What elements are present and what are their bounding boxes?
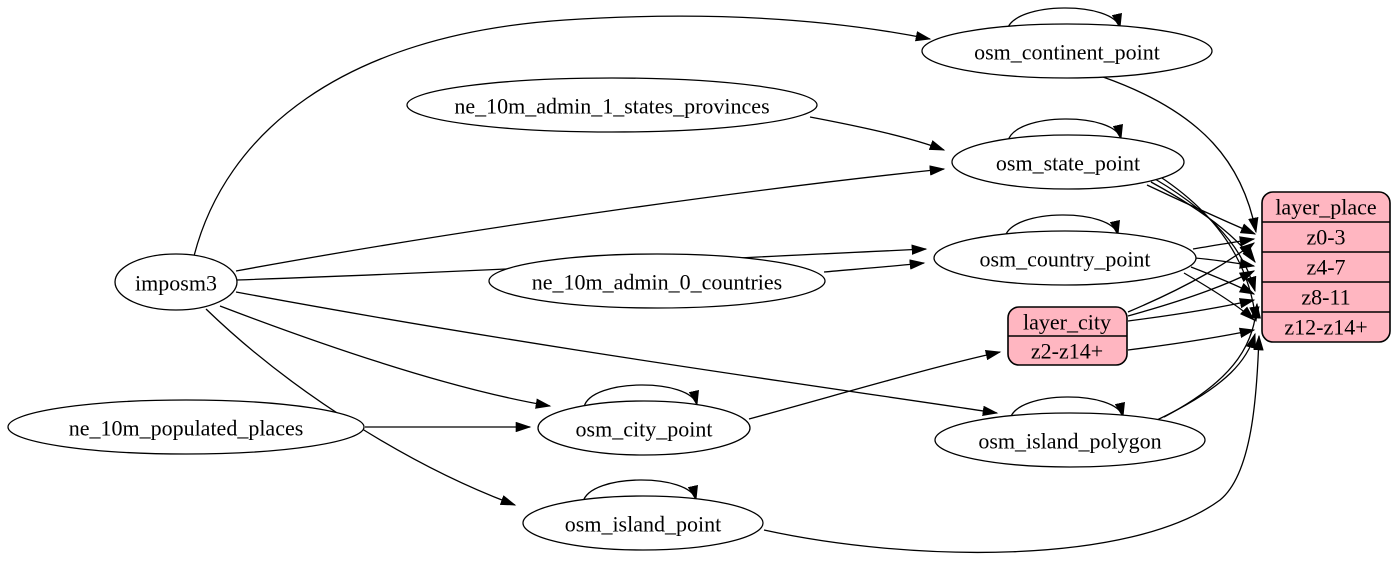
node-imposm3: imposm3	[114, 253, 238, 311]
edge-osm_country_point-to-layer_place-z12-z14	[1183, 272, 1255, 321]
edge-osm_island_point-to-layer_place-z12-z14	[763, 334, 1264, 553]
node-ne_10m_admin_1_states_provinces: ne_10m_admin_1_states_provinces	[406, 77, 818, 133]
node-label-imposm3: imposm3	[135, 271, 217, 296]
edge-layer_city-to-layer_place-z12-z14	[1127, 327, 1256, 351]
node-label-ne_10m_populated_places: ne_10m_populated_places	[69, 416, 304, 441]
node-ellipse-osm_continent_point	[921, 23, 1213, 79]
node-osm_island_polygon: osm_island_polygon	[934, 412, 1206, 468]
node-osm_continent_point: osm_continent_point	[921, 23, 1213, 79]
record-rect-layer_place	[1261, 191, 1391, 343]
edge-imposm3-to-osm_city_point	[219, 305, 552, 409]
edge-imposm3-to-osm_continent_point	[193, 15, 932, 257]
node-label-osm_city_point: osm_city_point	[576, 417, 713, 442]
node-osm_city_point: osm_city_point	[537, 400, 751, 456]
node-ellipse-imposm3	[114, 253, 238, 311]
node-ellipse-ne_10m_admin_1_states_provinces	[406, 77, 818, 133]
node-label-osm_state_point: osm_state_point	[996, 151, 1140, 176]
node-ne_10m_populated_places: ne_10m_populated_places	[7, 399, 365, 455]
node-label-osm_island_point: osm_island_point	[565, 512, 721, 537]
node-ellipse-ne_10m_admin_0_countries	[488, 253, 826, 309]
edge-ne_10m_admin_1_states_provinces-to-osm_state_point	[809, 116, 946, 151]
record-title-layer_city: layer_city	[1023, 310, 1111, 335]
node-osm_island_point: osm_island_point	[522, 495, 764, 551]
edge-osm_continent_point-to-layer_place-z0-3	[1102, 76, 1259, 234]
node-label-osm_island_polygon: osm_island_polygon	[978, 429, 1161, 454]
edge-osm_state_point-to-layer_place-z0-3	[1146, 184, 1257, 235]
node-osm_country_point: osm_country_point	[933, 230, 1197, 286]
node-label-ne_10m_admin_0_countries: ne_10m_admin_0_countries	[532, 270, 783, 295]
self-loop-osm_country_point	[1004, 214, 1120, 238]
record-row-layer_place-z4-7: z4-7	[1306, 255, 1345, 280]
node-ellipse-ne_10m_populated_places	[7, 399, 365, 455]
edge-osm_country_point-to-layer_place-z0-3	[1192, 236, 1256, 250]
node-label-ne_10m_admin_1_states_provinces: ne_10m_admin_1_states_provinces	[454, 94, 769, 119]
self-loop-osm_state_point	[1007, 118, 1123, 142]
edge-osm_island_polygon-to-layer_place-z8-11	[1163, 302, 1261, 418]
edge-osm_island_polygon-to-layer_place-z12-z14	[1156, 332, 1256, 421]
node-label-osm_country_point: osm_country_point	[979, 247, 1150, 272]
record-layer_city: layer_city z2-z14+	[1007, 306, 1128, 366]
edge-imposm3-to-osm_island_polygon	[235, 291, 999, 417]
record-row-layer_place-z0-3: z0-3	[1306, 225, 1345, 250]
node-ellipse-osm_island_polygon	[934, 412, 1206, 468]
edge-osm_country_point-to-layer_place-z8-11	[1190, 266, 1256, 295]
node-osm_state_point: osm_state_point	[951, 134, 1185, 190]
edge-layer_city-to-layer_place-z4-7	[1127, 270, 1256, 317]
record-title-layer_place: layer_place	[1275, 195, 1376, 220]
record-row-layer_place-z8-11: z8-11	[1301, 285, 1350, 310]
node-ellipse-osm_country_point	[933, 230, 1197, 286]
node-ellipse-osm_island_point	[522, 495, 764, 551]
self-loop-osm_island_point	[582, 479, 698, 503]
record-row-layer_place-z12-z14: z12-z14+	[1284, 315, 1367, 340]
edge-layer_city-to-layer_place-z0-3	[1127, 242, 1256, 313]
node-ellipse-osm_city_point	[537, 400, 751, 456]
edge-ne_10m_admin_0_countries-to-osm_country_point	[823, 259, 926, 273]
edge-layer_city-to-layer_place-z8-11	[1127, 298, 1256, 322]
edge-imposm3-to-osm_state_point	[235, 165, 946, 272]
node-ellipse-osm_state_point	[951, 134, 1185, 190]
node-ne_10m_admin_0_countries: ne_10m_admin_0_countries	[488, 253, 826, 309]
edge-osm_city_point-to-layer_city-z2-z14	[748, 350, 1002, 420]
record-layer_place: layer_place z0-3 z4-7 z8-11 z12-z14+	[1261, 191, 1391, 343]
self-loop-osm_city_point	[583, 384, 699, 408]
self-loop-osm_island_polygon	[1009, 396, 1125, 420]
record-row-layer_city-z2-z14: z2-z14+	[1031, 339, 1103, 364]
node-label-osm_continent_point: osm_continent_point	[974, 40, 1160, 65]
edge-osm_country_point-to-layer_place-z4-7	[1194, 257, 1256, 269]
self-loop-osm_continent_point	[1006, 7, 1122, 31]
